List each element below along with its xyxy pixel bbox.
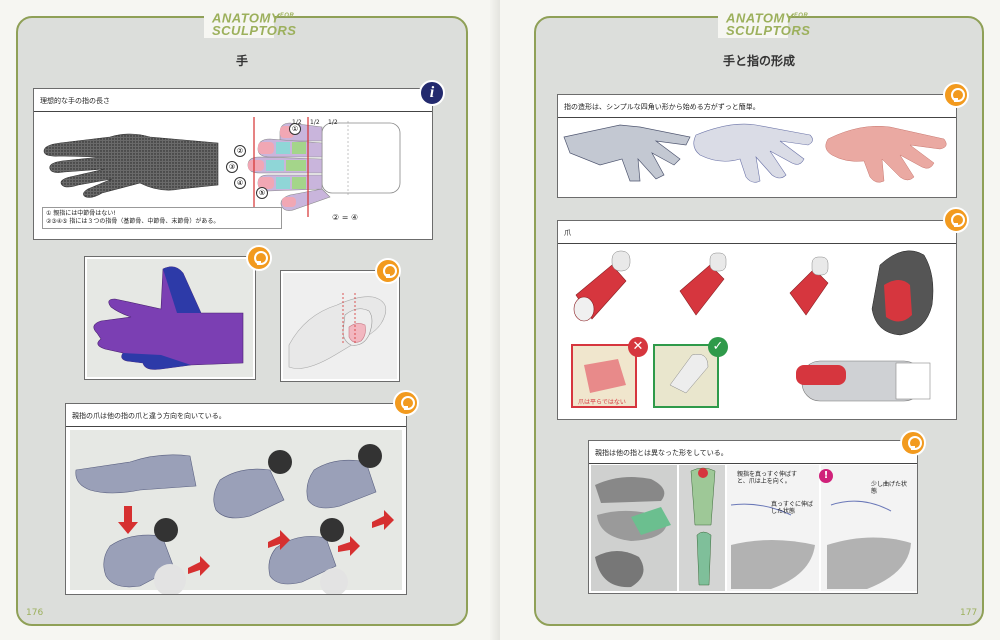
nail-form-illustrations — [571, 250, 934, 408]
note-line-2: ②③④⑤ 指には３つの指骨（基節骨、中節骨、末節骨）がある。 — [46, 218, 220, 225]
finger-blocking-caption: 指の造形は、シンプルな四角い形から始める方がずっと簡単。 — [564, 103, 760, 111]
nail-form-panel: 爪 ✕ ✓ 爪は平ら — [557, 220, 957, 420]
finger-bones-note: ① 親指には中節骨はない! ②③④⑤ 指には３つの指骨（基節骨、中節骨、末節骨）… — [42, 207, 282, 229]
finger-equation: ② = ④ — [332, 213, 359, 222]
note-line-1: ① 親指には中節骨はない! — [46, 210, 116, 217]
finger-nail-illustration — [288, 293, 387, 369]
nail-length-panel — [280, 270, 400, 382]
finger-number-5: ⑤ — [256, 187, 268, 199]
right-page-number: 177 — [960, 608, 978, 618]
correct-mark-icon: ✓ — [708, 337, 728, 357]
exclamation-icon: ! — [819, 469, 833, 483]
tip-icon — [393, 390, 419, 416]
finger-number-1: ① — [289, 123, 301, 135]
finger-blocking-stages — [563, 123, 947, 183]
tip-icon — [246, 245, 272, 271]
right-page-title: 手と指の形成 — [722, 54, 795, 68]
thumb-nail-hand-models — [75, 444, 394, 594]
info-icon: i — [419, 80, 445, 106]
tip-icon — [900, 430, 926, 456]
left-page-title: 手 — [235, 54, 248, 68]
nail-form-caption: 爪 — [564, 229, 571, 237]
purple-hand-illustration — [93, 266, 244, 370]
caption-divider — [66, 426, 406, 427]
thumb-shape-panel: 親指は他の指とは異なった形をしている。 親指を真っすぐ伸ばすと、爪は上を向く。 … — [588, 440, 918, 594]
caption-divider — [589, 463, 917, 464]
simplified-hand-panel — [84, 256, 256, 380]
bent-state-label: 少し曲げた状態 — [871, 481, 908, 495]
wrong-mark-icon: ✕ — [628, 337, 648, 357]
tip-icon — [375, 258, 401, 284]
finger-length-panel: 理想的な手の指の長さ — [33, 88, 433, 240]
textured-hand-illustration — [43, 133, 219, 198]
fraction-label: 1/2 — [328, 119, 338, 126]
straight-thumb-note: 親指を真っすぐ伸ばすと、爪は上を向く。 — [737, 471, 798, 485]
finger-length-caption: 理想的な手の指の長さ — [40, 97, 110, 105]
tip-icon — [943, 207, 969, 233]
left-page-number: 176 — [26, 608, 44, 618]
flat-nail-warning: 爪は平らではない — [578, 399, 626, 406]
fraction-label: 1/2 — [310, 119, 320, 126]
finger-bones-diagram — [247, 117, 401, 217]
thumb-shape-photos — [591, 465, 917, 591]
fraction-label: 1/2 — [292, 119, 302, 126]
straight-state-label: 真っすぐに伸ばした状態 — [771, 501, 814, 515]
finger-number-2: ② — [234, 145, 246, 157]
caption-divider — [558, 117, 956, 118]
thumb-nail-caption: 親指の爪は他の指の爪と違う方向を向いている。 — [72, 412, 226, 420]
caption-divider — [34, 111, 432, 112]
finger-number-3: ③ — [226, 161, 238, 173]
finger-number-4: ④ — [234, 177, 246, 189]
tip-icon — [943, 82, 969, 108]
finger-blocking-panel: 指の造形は、シンプルな四角い形から始める方がずっと簡単。 — [557, 94, 957, 198]
thumb-nail-direction-panel: 親指の爪は他の指の爪と違う方向を向いている。 — [65, 403, 407, 595]
thumb-shape-caption: 親指は他の指とは異なった形をしている。 — [595, 449, 728, 457]
caption-divider — [558, 243, 956, 244]
